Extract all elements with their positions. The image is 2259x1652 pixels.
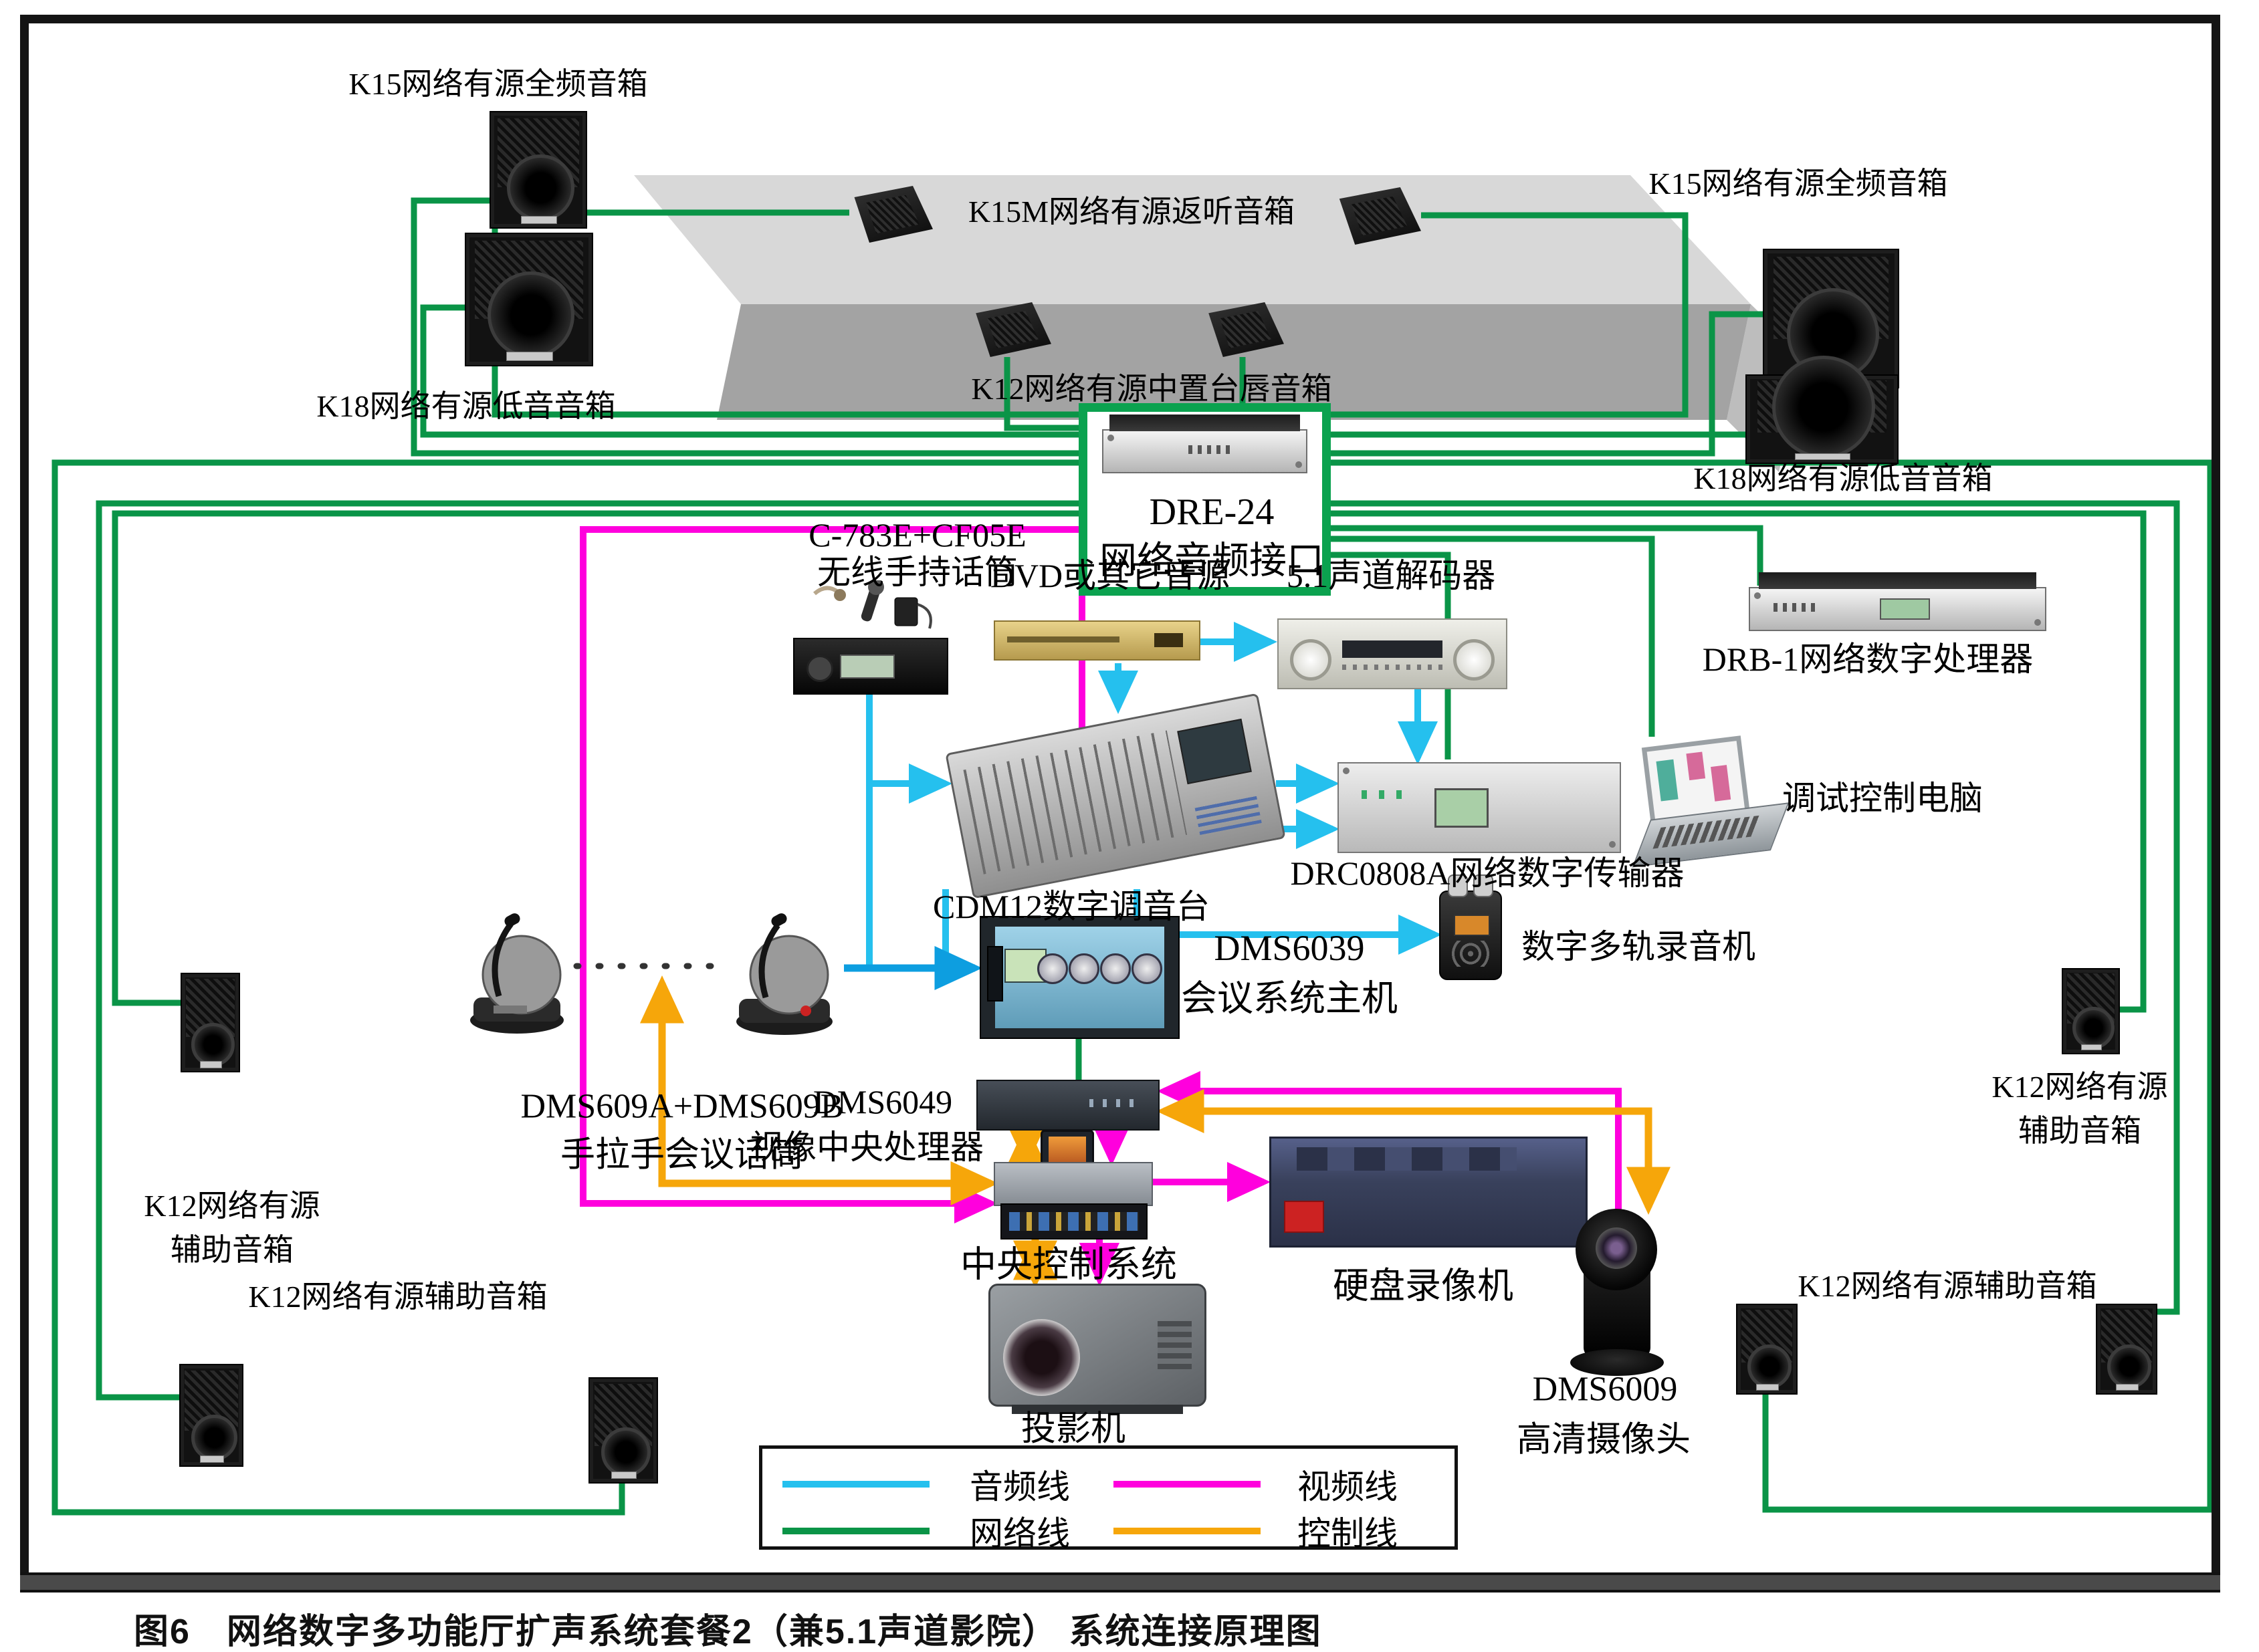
wire-network-aux-left bbox=[112, 510, 1079, 1006]
label-recorder: 数字多轨录音机 bbox=[1521, 928, 1755, 965]
legend-network-line bbox=[782, 1528, 930, 1534]
wireless-receiver bbox=[793, 638, 948, 695]
label-decoder51: 5.1声道解码器 bbox=[1286, 557, 1496, 594]
diagram-frame-bottom bbox=[20, 1572, 2220, 1592]
label-dvd: DVD或其它音源 bbox=[990, 557, 1230, 594]
monitor-k15m-left bbox=[854, 186, 933, 243]
figure-caption: 图6 网络数字多功能厅扩声系统套餐2（兼5.1声道影院） 系统连接原理图 bbox=[134, 1613, 1322, 1651]
wire-network-bottom-right-inner bbox=[1329, 500, 2180, 1315]
speaker-k12-aux-left bbox=[181, 973, 240, 1072]
central-control-rack bbox=[994, 1162, 1153, 1206]
label-k12-bottom-right: K12网络有源辅助音箱 bbox=[1798, 1269, 2097, 1303]
label-pc: 调试控制电脑 bbox=[1782, 780, 1983, 817]
drb1-processor bbox=[1749, 572, 2046, 631]
conference-mic-2 bbox=[726, 896, 843, 1036]
label-k12-aux-right-1: K12网络有源 bbox=[1992, 1070, 2168, 1104]
wire-network-k15m-right bbox=[1329, 212, 1689, 418]
label-dms6049-1: DMS6049 bbox=[813, 1083, 953, 1120]
legend-audio-label: 音频线 bbox=[970, 1468, 1070, 1506]
legend-control-line bbox=[1113, 1528, 1261, 1534]
label-k12-bottom-left: K12网络有源辅助音箱 bbox=[248, 1280, 548, 1314]
legend-video-line bbox=[1113, 1481, 1261, 1488]
wire-network-bottom-left-outer bbox=[51, 459, 1079, 1516]
wire-network-k15-left bbox=[411, 197, 1079, 457]
camera-base bbox=[1570, 1349, 1664, 1376]
projector bbox=[988, 1284, 1206, 1414]
label-k15-left: K15网络有源全频音箱 bbox=[348, 67, 648, 101]
speaker-k18-left bbox=[465, 233, 593, 366]
legend-network-label: 网络线 bbox=[970, 1515, 1070, 1552]
label-projector: 投影机 bbox=[1020, 1410, 1126, 1449]
wire-network-aux-right bbox=[1329, 510, 2147, 1013]
legend-audio-line bbox=[782, 1481, 930, 1488]
speaker-k12-aux-right bbox=[2062, 968, 2120, 1054]
wireless-handheld-mic-image bbox=[801, 579, 954, 634]
label-dms6039-2: 会议系统主机 bbox=[1181, 978, 1398, 1019]
label-k18-left: K18网络有源低音音箱 bbox=[316, 389, 616, 423]
dms6039-host bbox=[980, 916, 1180, 1039]
label-cdm12: CDM12数字调音台 bbox=[933, 888, 1210, 925]
camera-lens-icon bbox=[1596, 1227, 1637, 1269]
label-k12-center: K12网络有源中置台唇音箱 bbox=[971, 372, 1332, 406]
legend-box: 音频线 视频线 网络线 控制线 bbox=[759, 1445, 1458, 1552]
label-k15-right: K15网络有源全频音箱 bbox=[1648, 166, 1948, 201]
speaker-k12-bottom-left-1 bbox=[179, 1364, 243, 1467]
hdd-recorder bbox=[1269, 1137, 1588, 1248]
decoder-5-1 bbox=[1277, 618, 1507, 689]
label-mics-2: 手拉手会议话筒 bbox=[560, 1136, 804, 1175]
label-mics-1: DMS609A+DMS609B bbox=[520, 1087, 844, 1126]
label-drc0808a: DRC0808A网络数字传输器 bbox=[1290, 854, 1685, 892]
label-k12-aux-right-2: 辅助音箱 bbox=[2018, 1114, 2141, 1148]
wire-network-k15-right bbox=[1329, 311, 1763, 457]
label-c783-1: C-783E+CF05E bbox=[809, 516, 1027, 554]
legend-control-label: 控制线 bbox=[1297, 1515, 1398, 1552]
multitrack-recorder bbox=[1439, 874, 1502, 980]
dms6049-video-processor bbox=[976, 1080, 1160, 1131]
dvd-player bbox=[994, 620, 1200, 661]
speaker-k12-bottom-left-2 bbox=[588, 1377, 658, 1484]
wire-network-drc bbox=[1329, 552, 1451, 759]
speaker-k18-right bbox=[1745, 355, 1899, 464]
speaker-k12-bottom-right-1 bbox=[1736, 1304, 1798, 1395]
wire-control-dms6049-camera bbox=[1156, 1089, 1671, 1215]
label-dvr: 硬盘录像机 bbox=[1333, 1266, 1513, 1306]
dre24-model-label: DRE-24 bbox=[1149, 491, 1275, 533]
label-dms6039-1: DMS6039 bbox=[1214, 928, 1365, 968]
label-k12-aux-left-1: K12网络有源 bbox=[144, 1189, 320, 1223]
dre24-box: DRE-24 网络音频接口 bbox=[1079, 403, 1331, 596]
speaker-k12-bottom-right-2 bbox=[2096, 1304, 2157, 1395]
label-camera-1: DMS6009 bbox=[1532, 1370, 1678, 1409]
central-control-matrix bbox=[1000, 1203, 1148, 1240]
wire-network-k12-center-left bbox=[1004, 357, 1079, 431]
wire-control-central-mics bbox=[640, 975, 998, 1205]
speaker-k15-left bbox=[490, 111, 587, 229]
stage-platform-front bbox=[717, 304, 1751, 420]
wire-network-drb1 bbox=[1329, 525, 1763, 586]
label-dms6049-2: 视像中央处理器 bbox=[750, 1129, 984, 1166]
wire-network-bottom-right-outer bbox=[1329, 459, 2214, 1513]
wire-network-bottom-left-inner bbox=[96, 500, 1079, 1401]
wire-network-k18-left bbox=[420, 304, 1079, 438]
label-k12-aux-left-2: 辅助音箱 bbox=[171, 1233, 294, 1267]
drc0808a-transmitter bbox=[1337, 762, 1621, 853]
legend-video-label: 视频线 bbox=[1297, 1468, 1398, 1506]
label-camera-2: 高清摄像头 bbox=[1516, 1421, 1691, 1459]
label-central-control: 中央控制系统 bbox=[960, 1244, 1177, 1285]
conference-mic-1 bbox=[460, 896, 574, 1035]
label-k15m: K15M网络有源返听音箱 bbox=[968, 195, 1295, 229]
dre24-rack-image bbox=[1102, 415, 1307, 473]
label-k18-right: K18网络有源低音音箱 bbox=[1693, 461, 1993, 495]
label-drb1: DRB-1网络数字处理器 bbox=[1702, 640, 2034, 678]
label-c783-2: 无线手持话筒 bbox=[817, 554, 1018, 591]
dre24-name-label: 网络音频接口 bbox=[1099, 540, 1324, 582]
wire-network-laptop bbox=[1329, 536, 1655, 737]
